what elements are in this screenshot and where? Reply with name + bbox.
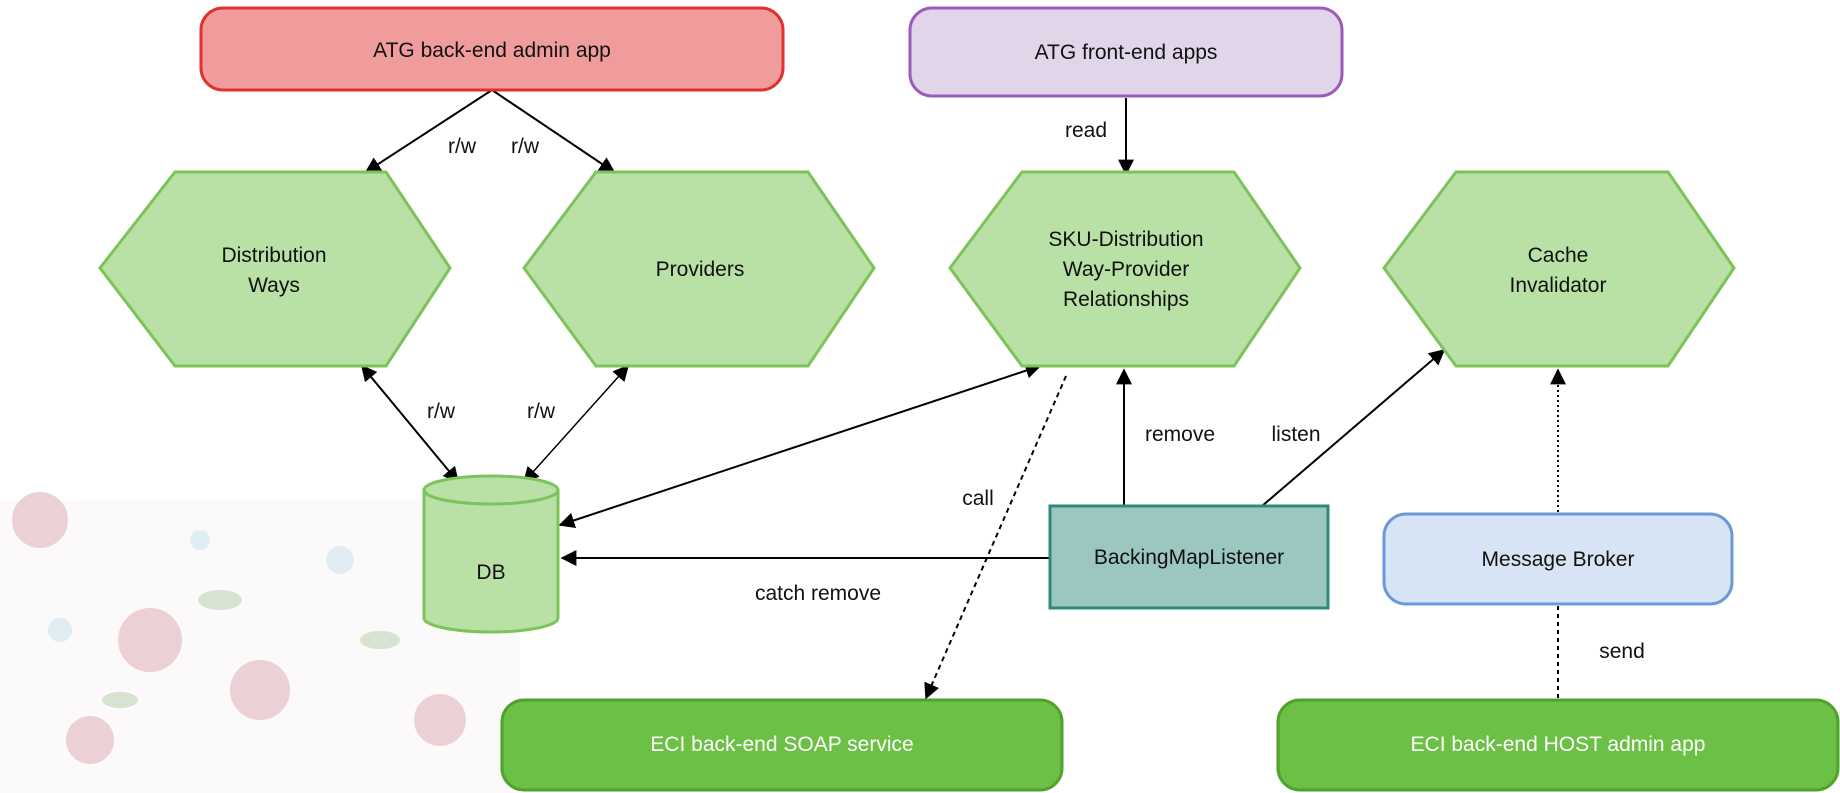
node-soap-service[interactable]: ECI back-end SOAP service <box>500 698 1064 792</box>
node-cache-invalidator[interactable]: Cache Invalidator <box>1382 170 1736 368</box>
edge-label-rw-admin-prov: r/w <box>511 135 540 158</box>
node-admin-app-label: ATG back-end admin app <box>373 39 611 62</box>
node-broker-label: Message Broker <box>1482 548 1635 571</box>
edge-providers-db <box>522 364 630 484</box>
node-db[interactable]: DB <box>422 474 560 634</box>
node-front-apps-label: ATG front-end apps <box>1035 41 1218 64</box>
edge-label-rw-dist-db: r/w <box>427 400 456 423</box>
edges <box>360 89 1566 700</box>
node-cache-line1: Cache <box>1528 244 1589 267</box>
node-db-label: DB <box>476 561 505 584</box>
edge-label-read: read <box>1065 119 1107 142</box>
node-soap-label: ECI back-end SOAP service <box>650 733 913 756</box>
edge-label-rw-prov-db: r/w <box>527 400 556 423</box>
edge-labels: r/w r/w r/w r/w read remove listen call … <box>427 119 1645 663</box>
node-backing-map-listener[interactable]: BackingMapListener <box>1048 504 1330 610</box>
edge-admin-to-dist-ways <box>364 89 493 173</box>
edge-listener-to-cache <box>1261 348 1446 507</box>
node-dist-ways-line2: Ways <box>248 274 300 297</box>
node-distribution-ways[interactable]: Distribution Ways <box>98 170 452 368</box>
edge-admin-to-providers <box>491 89 616 173</box>
node-cache-line2: Invalidator <box>1510 274 1607 297</box>
node-dist-ways-line1: Distribution <box>221 244 326 267</box>
node-front-apps[interactable]: ATG front-end apps <box>908 6 1344 98</box>
node-message-broker[interactable]: Message Broker <box>1382 512 1734 606</box>
node-sku-line1: SKU-Distribution <box>1048 228 1203 251</box>
edge-label-call: call <box>962 487 994 510</box>
node-providers[interactable]: Providers <box>522 170 876 368</box>
node-sku-relationships[interactable]: SKU-Distribution Way-Provider Relationsh… <box>948 170 1302 368</box>
edge-db-sku <box>558 362 1042 529</box>
node-host-label: ECI back-end HOST admin app <box>1411 733 1706 756</box>
edge-label-rw-admin-dist: r/w <box>448 135 477 158</box>
node-host-admin-app[interactable]: ECI back-end HOST admin app <box>1276 698 1840 792</box>
node-sku-line3: Relationships <box>1063 288 1189 311</box>
node-listener-label: BackingMapListener <box>1094 546 1284 569</box>
edge-sku-to-soap <box>924 375 1067 700</box>
node-providers-label: Providers <box>656 258 745 281</box>
edge-label-send: send <box>1599 640 1645 663</box>
edge-dist-ways-db <box>360 364 460 484</box>
edge-label-listen: listen <box>1271 423 1320 446</box>
edge-label-catch-remove: catch remove <box>755 582 881 605</box>
node-sku-line2: Way-Provider <box>1063 258 1189 281</box>
node-admin-app[interactable]: ATG back-end admin app <box>199 6 785 92</box>
edge-label-remove: remove <box>1145 423 1215 446</box>
